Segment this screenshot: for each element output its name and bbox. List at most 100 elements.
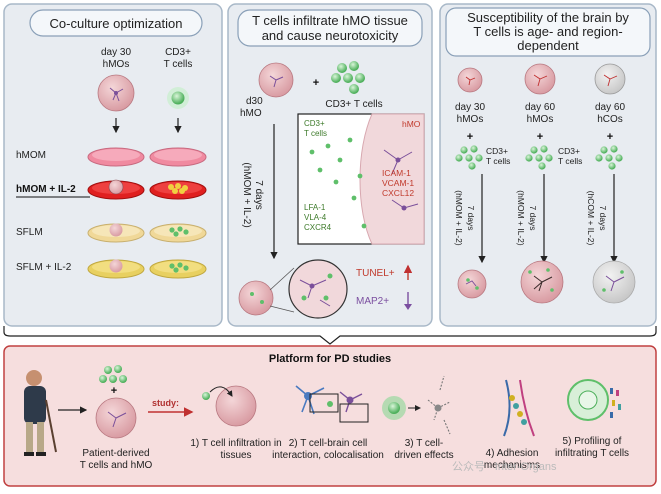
panel-infiltration: T cells infiltrate hMO tissue and cause …	[227, 3, 433, 327]
panel3-tcells-label2-line1: CD3+	[558, 146, 580, 156]
panel1-organoid	[97, 74, 135, 112]
panel1-col1-label-line1: day 30	[101, 47, 131, 58]
panel4-patient-line1: Patient-derived	[82, 448, 149, 459]
panel2-plus: +	[313, 77, 319, 89]
step2-line2: interaction, colocalisation	[272, 450, 384, 461]
panel2-inset	[297, 113, 425, 245]
panel3-tcells-3	[595, 145, 623, 170]
panel3-title-line3: dependent	[517, 38, 579, 53]
panel3-title-line2: T cells is age- and region-	[473, 24, 622, 39]
panel4-tcell-cluster	[99, 365, 127, 383]
step2-graphic	[295, 385, 369, 423]
panel3-result-d30	[457, 269, 487, 299]
panel2-inset-tcells-line2: T cells	[304, 129, 327, 138]
panel3-plus-2: +	[537, 131, 543, 143]
panel3-col1-line2: hMOs	[457, 114, 484, 125]
panel3-organoid-d60	[524, 63, 556, 95]
dish-sflm-il2-tcell	[149, 259, 207, 279]
step5-line2: infiltrating T cells	[555, 448, 629, 459]
panel3-title-pill	[445, 7, 651, 57]
panel3-tcells-2	[525, 145, 553, 170]
panel3-col1-line1: day 30	[455, 102, 485, 113]
panel4-title: Platform for PD studies	[269, 353, 391, 365]
panel1-row-sflm: SFLM	[16, 227, 43, 238]
panel2-organoid-bottom	[238, 280, 274, 316]
panel4-plus: +	[111, 385, 117, 397]
step5-graphic	[567, 379, 621, 421]
panel2-ligand-vcam1: VCAM-1	[382, 178, 414, 188]
panel2-receptor-cxcr4: CXCR4	[304, 223, 332, 232]
panel3-result-d60	[520, 260, 564, 304]
dish-sflm-organoid	[87, 223, 145, 243]
panel2-zoom-line1	[269, 267, 295, 291]
panel2-inset-hmo: hMO	[402, 119, 421, 129]
panel3-medium-2: (hMOM + IL-2)	[516, 190, 526, 246]
panel3-medium-1: (hMOM + IL-2)	[454, 190, 464, 246]
panel2-ligand-icam1: ICAM-1	[382, 168, 411, 178]
panel2-tcell-cluster	[331, 61, 365, 94]
panel2-tunel-label: TUNEL+	[356, 268, 395, 279]
panel-platform: Platform for PD studies + Patient-derive…	[3, 345, 657, 487]
panel2-receptor-lfa1: LFA-1	[304, 203, 326, 212]
panel1-col1-label-line2: hMOs	[103, 59, 130, 70]
panel1-title: Co-culture optimization	[50, 16, 183, 31]
step3-graphic	[382, 375, 451, 435]
panel3-tcells-label1-line1: CD3+	[486, 146, 508, 156]
panel1-tcell	[167, 87, 189, 109]
watermark: 公众号 · Inter-Organs	[452, 460, 557, 473]
panel2-days: 7 days	[253, 180, 264, 209]
panel2-organoid-top	[258, 62, 294, 98]
panel3-title-line1: Susceptibility of the brain by	[467, 10, 629, 25]
panel-connector-brace	[3, 326, 657, 345]
panel2-inset-tcells-line1: CD3+	[304, 119, 325, 128]
patient-figure	[24, 370, 57, 456]
panel3-organoid-hco	[594, 63, 626, 95]
panel1-col2-label-line2: T cells	[164, 59, 193, 70]
dish-hmom-il2-tcell	[149, 180, 207, 200]
dish-hmom-il2-organoid	[87, 179, 145, 200]
panel2-title-line1: T cells infiltrate hMO tissue	[252, 13, 408, 28]
panel2-d30-line1: d30	[246, 96, 263, 107]
step2-line1: 2) T cell-brain cell	[289, 438, 368, 449]
panel4-patient-line2: T cells and hMO	[80, 460, 153, 471]
panel4-organoid-patient	[95, 397, 137, 439]
panel3-tcells-1	[455, 145, 483, 170]
panel2-map2-label: MAP2+	[356, 296, 389, 307]
dish-sflm-tcell	[149, 223, 207, 243]
panel2-title-pill	[237, 9, 423, 47]
panel3-result-hco	[592, 260, 636, 304]
step1-line2: tissues	[220, 450, 251, 461]
dish-hmom-organoid	[87, 147, 145, 167]
panel3-days-2: 7 days	[528, 205, 538, 230]
panel2-tcells-label: CD3+ T cells	[325, 99, 382, 110]
panel2-title-line2: and cause neurotoxicity	[262, 28, 399, 43]
step3-line1: 3) T cell-	[405, 438, 444, 449]
panel2-receptor-vla4: VLA-4	[304, 213, 327, 222]
panel1-title-pill	[29, 9, 203, 37]
step4-line1: 4) Adhesion	[486, 448, 539, 459]
panel3-col3-line2: hCOs	[597, 114, 623, 125]
panel3-days-3: 7 days	[598, 205, 608, 230]
panel3-tcells-label1-line2: T cells	[486, 156, 510, 166]
panel3-organoid-d30	[457, 67, 483, 93]
panel1-row-hmom-il2: hMOM + IL-2	[16, 184, 76, 195]
panel3-days-1: 7 days	[466, 205, 476, 230]
panel2-magnifier	[288, 259, 348, 319]
panel2-d30-line2: hMO	[240, 108, 262, 119]
panel2-ligand-cxcl12: CXCL12	[382, 188, 414, 198]
panel3-medium-3: (hCOM + IL-2)	[586, 191, 596, 246]
step1-graphic	[202, 385, 257, 427]
panel2-map2-arrowhead	[404, 304, 412, 310]
step4-line2: mechanisms	[484, 460, 540, 471]
panel3-col3-line1: day 60	[595, 102, 625, 113]
panel3-plus-1: +	[467, 131, 473, 143]
panel2-medium: (hMOM + IL-2)	[241, 162, 252, 227]
panel3-col2-line1: day 60	[525, 102, 555, 113]
panel3-tcells-label2-line2: T cells	[558, 156, 582, 166]
panel-susceptibility: Susceptibility of the brain by T cells i…	[439, 3, 657, 327]
dish-sflm-il2-organoid	[87, 259, 145, 279]
panel4-study-label: study:	[152, 398, 179, 408]
step5-line1: 5) Profiling of	[563, 436, 622, 447]
dish-hmom-tcell	[149, 147, 207, 167]
